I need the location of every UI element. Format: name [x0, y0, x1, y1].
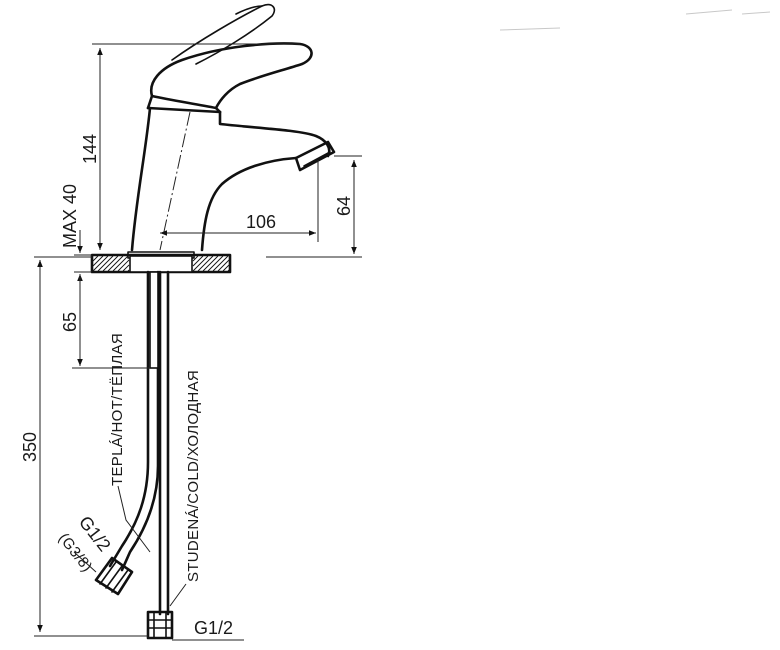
hatch-line [192, 255, 209, 272]
hatch-line [117, 259, 130, 272]
hatch-line [92, 255, 104, 267]
label-cold: STUDENÁ/COLD/ХОЛОДНАЯ [185, 370, 202, 582]
faucet-body [130, 3, 336, 252]
hatch-line [97, 255, 114, 272]
hatch-line [202, 255, 219, 272]
hatch-line [227, 269, 230, 272]
hatch-line [192, 255, 199, 262]
hatch-line [127, 269, 130, 272]
faint-sketch-lines [499, 9, 771, 31]
hatch-line [212, 255, 229, 272]
hatch-line [92, 255, 109, 272]
hatch-line [112, 255, 129, 272]
hatch-line [197, 255, 214, 272]
cold-connector-nut [146, 610, 174, 640]
dim-106: 106 [246, 212, 276, 232]
hatch-line [222, 264, 230, 272]
hatch-line [107, 255, 124, 272]
dim-g12-cold: G1/2 [194, 618, 233, 638]
hose-labels: TEPLÁ/HOT/TЁПЛАЯ STUDENÁ/COLD/ХОЛОДНАЯ [109, 333, 202, 582]
hatch-line [92, 255, 99, 262]
hatch-line [192, 255, 204, 267]
dimension-lines [34, 43, 362, 641]
dim-max-40: MAX 40 [60, 184, 80, 248]
mounting-deck [90, 251, 232, 274]
dim-144: 144 [80, 134, 100, 164]
hatch-line [217, 259, 230, 272]
cold-hose [158, 270, 170, 616]
hatch-line [207, 255, 224, 272]
label-hot: TEPLÁ/HOT/TЁПЛАЯ [109, 333, 126, 486]
hatch-line [122, 264, 130, 272]
dim-350: 350 [20, 432, 40, 462]
dim-64: 64 [334, 196, 354, 216]
hot-connector-nut [94, 556, 134, 596]
hatch-line [102, 255, 119, 272]
hot-hose [108, 270, 160, 572]
dim-65: 65 [60, 312, 80, 332]
